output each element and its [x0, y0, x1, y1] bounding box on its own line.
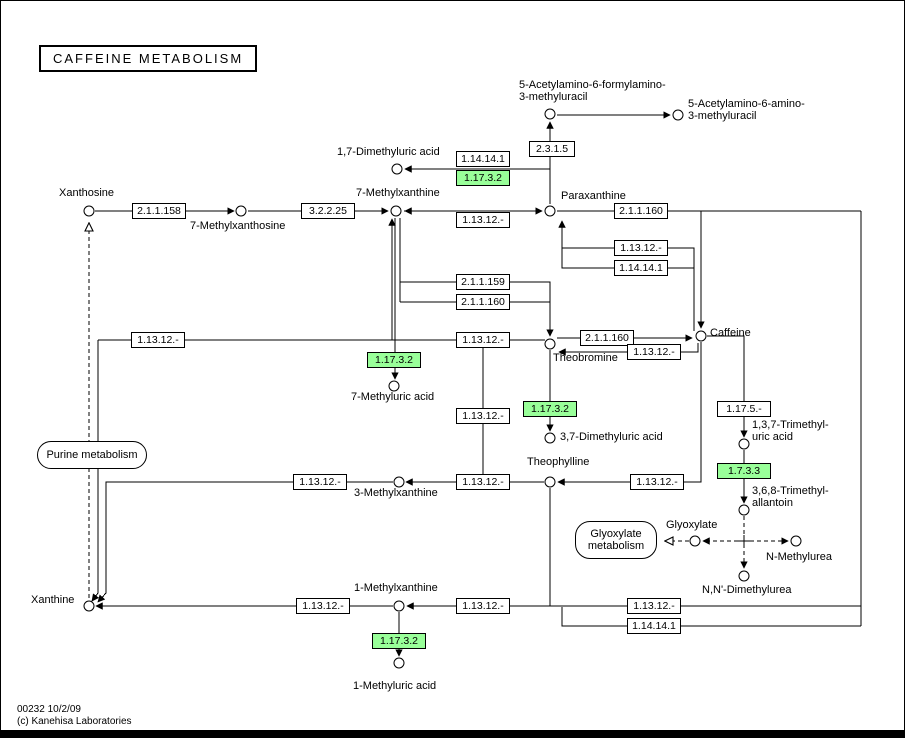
compound-label-paraxanthine: Paraxanthine	[561, 190, 626, 202]
enzyme-box-2-1-1-160-b[interactable]: 2.1.1.160	[456, 294, 510, 310]
enzyme-box-1-13-12-j[interactable]: 1.13.12.-	[296, 598, 350, 614]
enzyme-box-1-13-12-i[interactable]: 1.13.12.-	[456, 598, 510, 614]
compound-label-theobromine: Theobromine	[553, 352, 618, 364]
edge-caffeine-theophylline	[557, 342, 702, 486]
compound-label-glyoxylate: Glyoxylate	[666, 519, 718, 531]
compound-label-3-methylxanthine: 3-Methylxanthine	[354, 487, 438, 499]
enzyme-box-1-13-12-b[interactable]: 1.13.12.-	[614, 240, 668, 256]
enzyme-box-2-1-1-159[interactable]: 2.1.1.159	[456, 274, 510, 290]
compound-node-3-methylxanthine[interactable]	[393, 476, 405, 488]
compound-label-caffeine: Caffeine	[710, 327, 751, 339]
afmu-line1: 5-Acetylamino-6-formylamino-	[519, 79, 666, 91]
edge-caffeine-theobromine	[558, 343, 699, 356]
enzyme-box-1-17-3-2-b[interactable]: 1.17.3.2	[367, 352, 421, 368]
compound-label-1-7-dimethyluric-acid: 1,7-Dimethyluric acid	[337, 146, 440, 158]
enzyme-box-1-17-3-2-c[interactable]: 1.17.3.2	[523, 401, 577, 417]
compound-nodes	[83, 108, 802, 669]
map-id-text: 00232 10/2/09	[17, 704, 81, 715]
compound-label-1-methyluric-acid: 1-Methyluric acid	[353, 680, 437, 692]
enzyme-box-2-1-1-160-c[interactable]: 2.1.1.160	[580, 330, 634, 346]
compound-label-xanthosine: Xanthosine	[59, 187, 115, 199]
copyright-text: (c) Kanehisa Laboratories	[17, 716, 132, 727]
compound-label-xanthine: Xanthine	[31, 594, 75, 606]
compound-node-glyoxylate[interactable]	[689, 535, 701, 547]
edge-7methylxanthine-theobromine-2	[400, 281, 554, 337]
compound-node-3-7-dimethyluric-acid[interactable]	[544, 432, 556, 444]
edge-7methylxanthine-xanthine	[91, 340, 100, 602]
compound-node-3-6-8-trimethylallantoin[interactable]	[738, 504, 750, 516]
compound-node-7-methylxanthosine[interactable]	[235, 205, 247, 217]
compound-node-caffeine[interactable]	[695, 330, 707, 342]
enzyme-box-2-3-1-5[interactable]: 2.3.1.5	[529, 141, 575, 157]
enzyme-box-1-13-12-k[interactable]: 1.13.12.-	[627, 598, 681, 614]
enzyme-box-2-1-1-158[interactable]: 2.1.1.158	[132, 203, 186, 219]
compound-node-theophylline[interactable]	[544, 476, 556, 488]
compound-node-7-methylxanthine[interactable]	[390, 205, 402, 217]
edge-caffeine-137trimethyluric	[707, 335, 748, 438]
enzyme-box-3-2-2-25[interactable]: 3.2.2.25	[301, 203, 355, 219]
compound-node-1-3-7-trimethyluric-acid[interactable]	[738, 438, 750, 450]
compound-node-xanthosine[interactable]	[83, 205, 95, 217]
trimethyluric-line2: uric acid	[752, 431, 793, 443]
trimethylallantoin-line1: 3,6,8-Trimethyl-	[752, 485, 829, 497]
enzyme-box-1-13-12-f[interactable]: 1.13.12.-	[630, 474, 684, 490]
enzyme-box-1-13-12-c[interactable]: 1.13.12.-	[456, 332, 510, 348]
enzyme-box-1-14-14-1-b[interactable]: 1.14.14.1	[614, 260, 668, 276]
compound-label-n-methylurea: N-Methylurea	[766, 551, 833, 563]
afmu-line2: 3-methyluracil	[519, 91, 588, 103]
aamu-line1: 5-Acetylamino-6-amino-	[688, 98, 805, 110]
compound-label-7-methyluric-acid: 7-Methyluric acid	[351, 391, 435, 403]
compound-node-nn-dimethylurea[interactable]	[738, 570, 750, 582]
compound-label-aamu: 5-Acetylamino-6-amino- 3-methyluracil	[688, 98, 805, 122]
enzyme-box-1-13-12-d[interactable]: 1.13.12.-	[627, 344, 681, 360]
enzyme-box-1-14-14-1-c[interactable]: 1.14.14.1	[627, 618, 681, 634]
compound-label-1-3-7-trimethyluric-acid: 1,3,7-Trimethyl- uric acid	[752, 419, 829, 443]
enzyme-box-1-17-3-2-a[interactable]: 1.17.3.2	[456, 170, 510, 186]
edge-right-1methylxanthine-2	[561, 607, 861, 627]
compound-label-3-6-8-trimethylallantoin: 3,6,8-Trimethyl- allantoin	[752, 485, 829, 509]
compound-label-3-7-dimethyluric-acid: 3,7-Dimethyluric acid	[560, 431, 663, 443]
enzyme-box-1-17-5[interactable]: 1.17.5.-	[717, 401, 771, 417]
pathway-title: CAFFEINE METABOLISM	[39, 45, 258, 72]
aamu-line2: 3-methyluracil	[688, 110, 757, 122]
trimethyluric-line1: 1,3,7-Trimethyl-	[752, 419, 829, 431]
compound-node-aamu[interactable]	[672, 109, 684, 121]
compound-node-1-methylxanthine[interactable]	[393, 600, 405, 612]
enzyme-box-1-14-14-1-a[interactable]: 1.14.14.1	[456, 151, 510, 167]
edge-caffeine-paraxanthine-1	[558, 220, 695, 331]
enzyme-box-1-13-12-e[interactable]: 1.13.12.-	[456, 408, 510, 424]
compound-label-7-methylxanthine: 7-Methylxanthine	[356, 187, 440, 199]
enzyme-box-1-13-12-g[interactable]: 1.13.12.-	[456, 474, 510, 490]
pathway-link-glyoxylate-metabolism[interactable]: Glyoxylate metabolism	[575, 521, 657, 559]
compound-label-afmu: 5-Acetylamino-6-formylamino- 3-methylura…	[519, 79, 666, 103]
bottom-border-bar	[1, 730, 904, 737]
pathway-link-purine-metabolism[interactable]: Purine metabolism	[37, 441, 147, 469]
compound-node-xanthine[interactable]	[83, 600, 95, 612]
enzyme-box-1-7-3-3[interactable]: 1.7.3.3	[717, 463, 771, 479]
compound-label-1-methylxanthine: 1-Methylxanthine	[354, 582, 438, 594]
enzyme-box-2-1-1-160-a[interactable]: 2.1.1.160	[614, 203, 668, 219]
compound-node-1-methyluric-acid[interactable]	[393, 657, 405, 669]
compound-label-7-methylxanthosine: 7-Methylxanthosine	[190, 220, 286, 232]
enzyme-box-1-13-12-h[interactable]: 1.13.12.-	[293, 474, 347, 490]
enzyme-box-1-13-12-a[interactable]: 1.13.12.-	[456, 212, 510, 228]
compound-node-afmu[interactable]	[544, 108, 556, 120]
compound-node-7-methyluric-acid[interactable]	[388, 380, 400, 392]
enzyme-box-1-17-3-2-d[interactable]: 1.17.3.2	[372, 633, 426, 649]
edge-3methylxanthine-xanthine	[97, 481, 393, 603]
compound-node-1-7-dimethyluric-acid[interactable]	[391, 163, 403, 175]
compound-label-nn-dimethylurea: N,N'-Dimethylurea	[702, 584, 792, 596]
trimethylallantoin-line2: allantoin	[752, 497, 793, 509]
compound-node-n-methylurea[interactable]	[790, 535, 802, 547]
compound-node-paraxanthine[interactable]	[544, 205, 556, 217]
map-link-edges	[89, 223, 789, 598]
enzyme-box-1-13-12-left[interactable]: 1.13.12.-	[131, 332, 185, 348]
compound-label-theophylline: Theophylline	[527, 456, 590, 468]
compound-node-theobromine[interactable]	[544, 338, 556, 350]
glyoxylate-link-line2: metabolism	[587, 540, 645, 552]
glyoxylate-link-line1: Glyoxylate	[590, 528, 642, 540]
